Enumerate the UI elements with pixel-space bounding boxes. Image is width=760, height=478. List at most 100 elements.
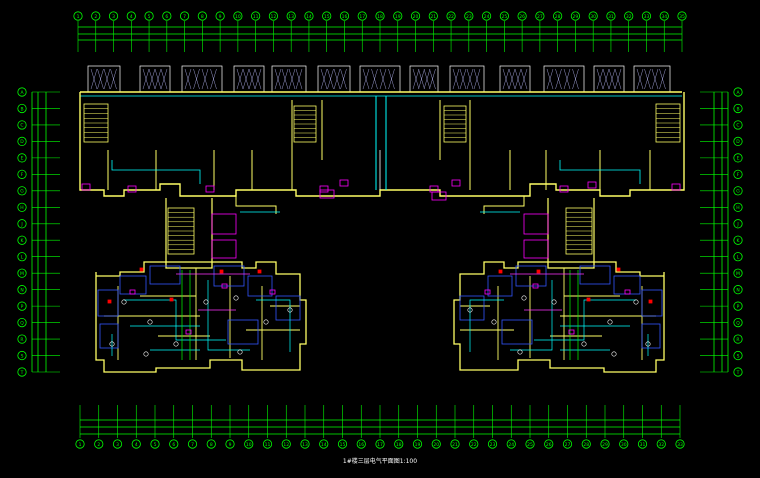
axis-bubble-side	[17, 268, 27, 278]
axis-bubble-side	[733, 317, 743, 328]
balcony-hatch	[659, 68, 666, 90]
axis-bubble-label: F	[737, 172, 740, 178]
balcony-hatch	[608, 68, 616, 90]
balcony-hatch	[473, 68, 481, 90]
axis-bubble-label: 25	[527, 442, 533, 448]
axis-bubble-bottom	[356, 439, 366, 449]
distribution-panel	[451, 179, 461, 187]
room-frame	[459, 295, 485, 321]
axis-bubble-side	[733, 202, 743, 212]
axis-bubble-label: 29	[602, 442, 608, 448]
axis-bubble-label: 15	[324, 14, 330, 20]
link-wall	[235, 196, 277, 214]
distribution-panel	[559, 185, 569, 193]
axis-bubble-side	[733, 136, 743, 147]
axis-bubble-label: 24	[484, 14, 490, 20]
axis-bubble-label: P	[21, 304, 24, 310]
balcony-hatch	[148, 68, 156, 90]
branch-circuit	[256, 299, 291, 352]
light-fixture	[551, 299, 557, 305]
light-fixture	[611, 351, 617, 357]
axis-bubble-label: N	[20, 287, 23, 293]
balcony-hatch	[154, 68, 162, 90]
axis-bubble-side	[733, 103, 743, 114]
distribution-panel	[671, 183, 681, 191]
axis-bubble-label: 12	[283, 442, 289, 448]
balcony-hatch	[546, 68, 554, 90]
socket	[257, 269, 262, 274]
axis-bubble-label: 8	[201, 14, 204, 20]
axis-bubble-side	[17, 285, 27, 295]
axis-bubble-label: 30	[590, 14, 596, 20]
axis-bubble-bottom	[431, 439, 441, 449]
room-frame	[227, 319, 259, 345]
axis-bubble-bottom	[581, 439, 591, 449]
axis-bubble-label: 35	[679, 14, 685, 20]
axis-bubble-side	[17, 136, 27, 147]
balcony-frame	[139, 65, 171, 93]
axis-bubble-label: Q	[20, 320, 24, 326]
axis-bubble-label: 13	[288, 14, 294, 20]
axis-bubble-label: H	[736, 205, 739, 211]
balcony-hatch	[201, 68, 209, 90]
axis-bubble-top	[162, 11, 172, 21]
axis-bubble-top	[322, 11, 332, 21]
axis-bubble-side	[17, 120, 27, 130]
axis-bubble-bottom	[469, 439, 479, 449]
socket	[169, 297, 174, 302]
axis-bubble-bottom	[394, 439, 404, 449]
unit-outline	[453, 261, 665, 373]
branch-circuit	[510, 280, 553, 351]
room-frame	[515, 265, 547, 287]
distribution-panel	[127, 185, 137, 193]
balcony-hatch	[520, 68, 528, 90]
axis-bubble-top	[606, 11, 616, 21]
axis-bubble-label: M	[20, 271, 24, 277]
axis-bubble-label: 17	[359, 14, 365, 20]
axis-bubble-label: 26	[519, 14, 525, 20]
elevator	[211, 239, 237, 259]
axis-bubble-bottom	[281, 439, 291, 449]
axis-bubble-label: 27	[565, 442, 571, 448]
corridor-outline	[79, 92, 685, 197]
axis-bubble-label: 27	[537, 14, 543, 20]
balcony-hatch	[210, 68, 217, 90]
axis-bubble-top	[215, 11, 225, 21]
axis-bubble-label: 4	[135, 442, 138, 448]
axis-bubble-label: 19	[395, 14, 401, 20]
axis-bubble-top	[197, 11, 207, 21]
axis-bubble-bottom	[600, 439, 610, 449]
axis-bubble-bottom	[450, 439, 460, 449]
balcony-hatch	[362, 68, 370, 90]
axis-bubble-label: 6	[172, 442, 175, 448]
balcony-hatch	[572, 68, 579, 90]
axis-bubble-side	[17, 169, 27, 179]
axis-bubble-top	[108, 11, 119, 21]
axis-bubble-bottom	[337, 439, 348, 449]
axis-bubble-side	[733, 367, 743, 377]
axis-bubble-label: E	[21, 156, 24, 162]
axis-bubble-bottom	[94, 439, 104, 449]
axis-bubble-label: 33	[644, 14, 650, 20]
socket	[586, 297, 591, 302]
junction-box	[532, 283, 539, 289]
axis-bubble-label: 20	[413, 14, 419, 20]
axis-bubble-side	[17, 186, 27, 196]
axis-bubble-side	[733, 235, 743, 245]
axis-bubble-label: 10	[246, 442, 252, 448]
axis-bubble-label: L	[737, 255, 740, 261]
axis-bubble-side	[733, 301, 743, 311]
junction-box	[221, 283, 228, 289]
socket	[498, 269, 503, 274]
light-fixture	[287, 307, 293, 313]
axis-bubble-side	[733, 252, 743, 262]
balcony-frame	[593, 65, 625, 93]
axis-bubble-bottom	[75, 439, 85, 449]
light-fixture	[607, 319, 613, 325]
balcony-hatch	[160, 68, 168, 90]
axis-bubble-label: 28	[583, 442, 589, 448]
axis-bubble-side	[17, 334, 27, 344]
axis-bubble-side	[733, 120, 743, 130]
axis-bubble-label: 14	[321, 442, 327, 448]
room-frame	[97, 289, 119, 317]
